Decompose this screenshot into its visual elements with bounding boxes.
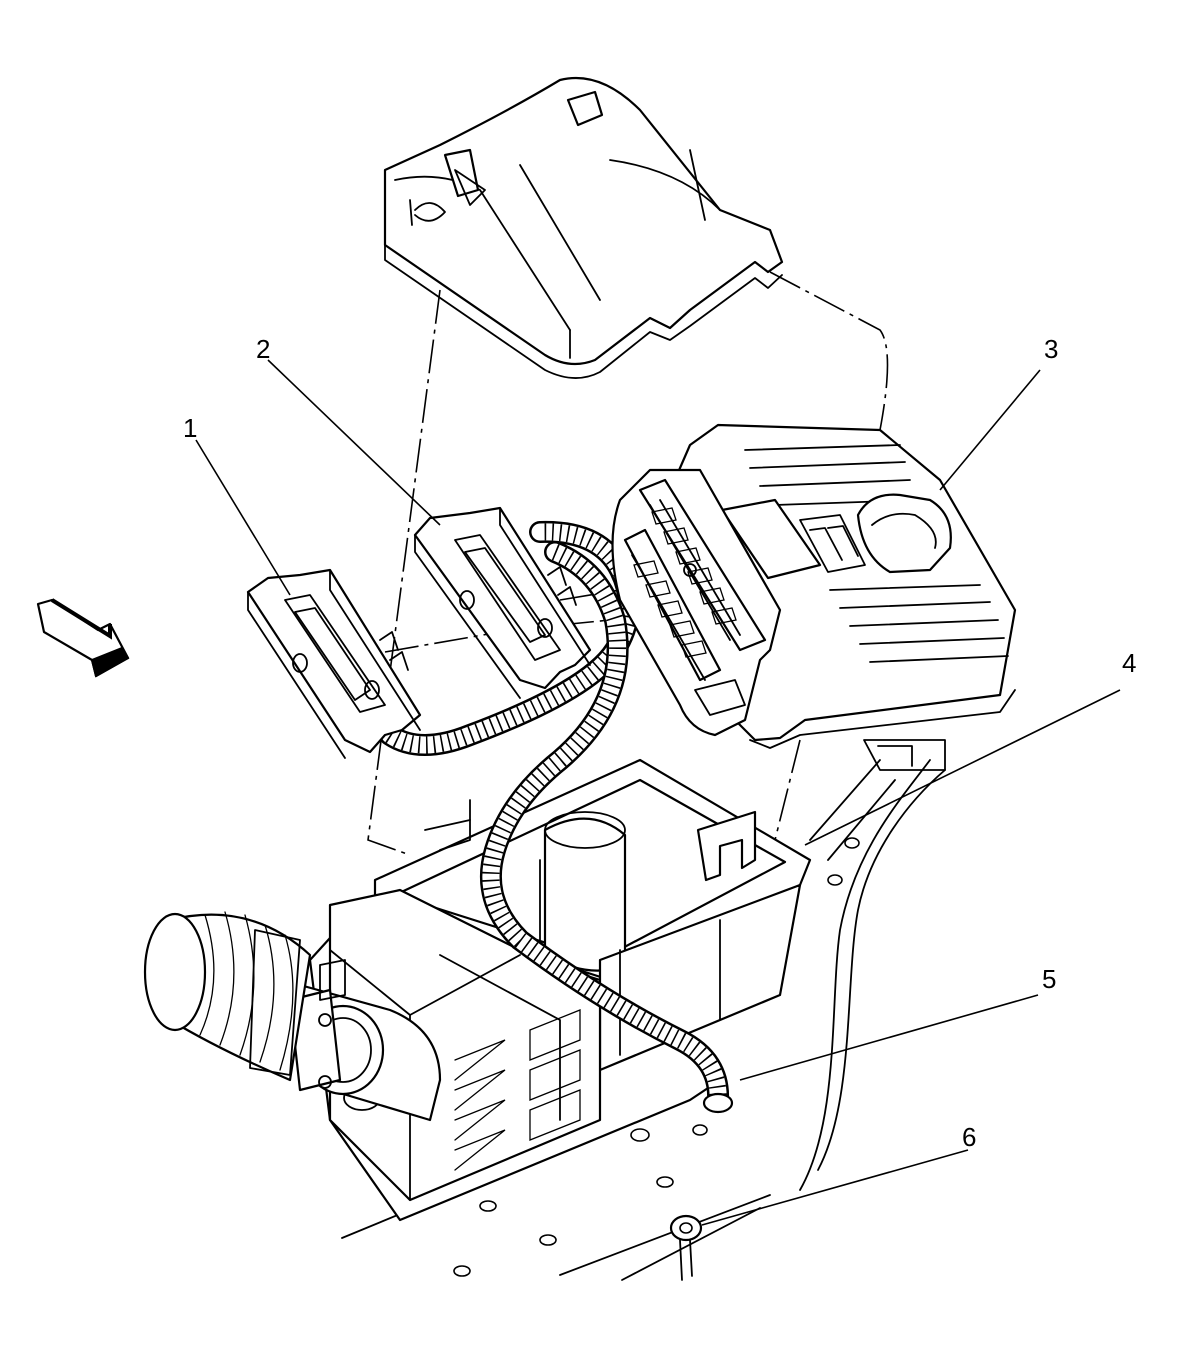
callout-3: 3 bbox=[1044, 334, 1058, 364]
wiring-harness bbox=[379, 520, 734, 1114]
harness-end bbox=[702, 1092, 734, 1114]
leader-lines bbox=[195, 359, 1121, 1226]
body-hole bbox=[844, 837, 860, 849]
callout-1: 1 bbox=[183, 413, 197, 443]
body-hole bbox=[630, 1128, 650, 1142]
leader-1 bbox=[195, 439, 291, 596]
leader-5 bbox=[739, 994, 1039, 1081]
callout-2: 2 bbox=[256, 334, 270, 364]
leader-2 bbox=[267, 359, 441, 526]
callout-4: 4 bbox=[1122, 648, 1136, 678]
pcm-module bbox=[611, 423, 1017, 749]
body-hole bbox=[827, 874, 843, 886]
connector-2 bbox=[413, 506, 592, 699]
connector-1 bbox=[246, 568, 422, 759]
body-hole bbox=[453, 1265, 471, 1277]
callout-6: 6 bbox=[962, 1122, 976, 1152]
body-hole bbox=[656, 1176, 674, 1188]
air-cleaner-assembly bbox=[143, 758, 812, 1222]
leader-3 bbox=[939, 369, 1041, 491]
leader-4 bbox=[804, 689, 1121, 846]
body-hole bbox=[692, 1124, 708, 1136]
callout-5: 5 bbox=[1042, 964, 1056, 994]
body-hole bbox=[539, 1234, 557, 1246]
body-panel bbox=[341, 739, 946, 1281]
view-direction-arrow-icon bbox=[36, 598, 130, 678]
ground-eyelet bbox=[669, 1214, 703, 1281]
leader-6 bbox=[701, 1149, 969, 1226]
callouts: 1 2 3 4 5 6 bbox=[183, 334, 1136, 1152]
body-hole bbox=[479, 1200, 497, 1212]
pcm-cover bbox=[383, 76, 784, 379]
